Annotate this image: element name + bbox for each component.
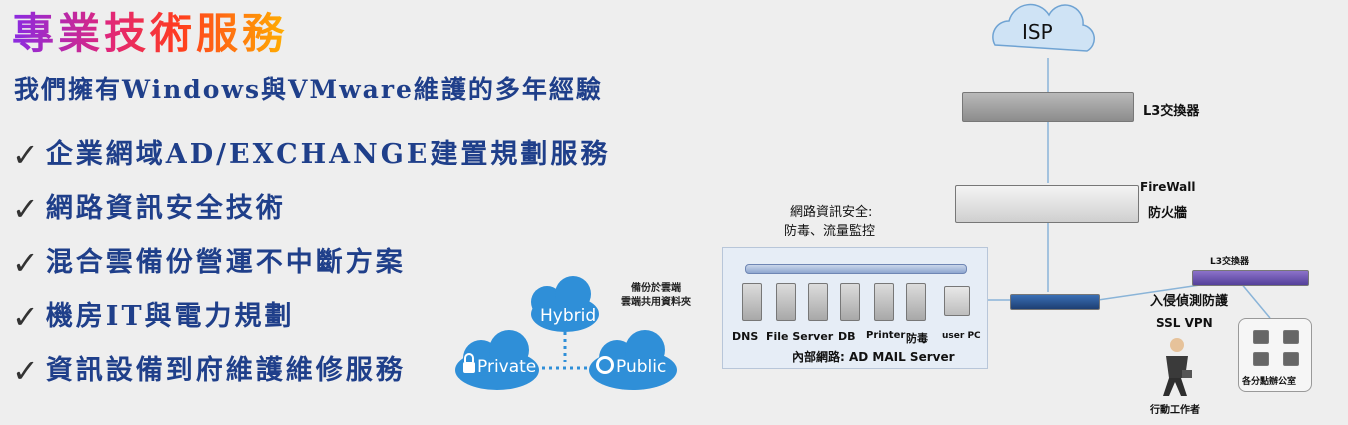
pc-icon [944, 286, 970, 316]
pc-icon [1253, 352, 1269, 366]
hybrid-label: Hybrid [540, 306, 597, 326]
pc-icon [1283, 352, 1299, 366]
service-label: 混合雲備份營運不中斷方案 [45, 247, 406, 278]
page-title: 專業技術服務 [12, 9, 289, 58]
l3-switch-label: L3交換器 [1143, 104, 1200, 119]
check-icon: ✓ [12, 190, 42, 228]
pc-icon [1283, 330, 1299, 344]
l3-switch-device [962, 92, 1134, 122]
firewall-label-zh: 防火牆 [1148, 206, 1188, 221]
cloud-note-line2: 雲端共用資料夾 [621, 297, 691, 308]
check-icon: ✓ [12, 136, 42, 174]
isp-label: ISP [1022, 20, 1053, 44]
hybrid-cloud-icon [531, 276, 599, 332]
server-label-antivirus: 防毒 [906, 332, 928, 345]
service-list: ✓企業網域AD/EXCHANGE建置規劃服務 ✓網路資訊安全技術 ✓混合雲備份營… [12, 128, 610, 398]
service-item: ✓資訊設備到府維護維修服務 [12, 344, 610, 398]
server-label-dns: DNS [732, 330, 759, 343]
check-icon: ✓ [12, 352, 42, 390]
l3-switch-small-device [1192, 270, 1309, 286]
server-icon [776, 283, 796, 321]
server-label-userpc: user PC [942, 331, 981, 341]
security-label-2: 防毒、流量監控 [784, 224, 876, 239]
public-label: Public [616, 357, 667, 377]
page-subtitle: 我們擁有Windows與VMware維護的多年經驗 [14, 75, 603, 104]
service-label: 資訊設備到府維護維修服務 [45, 355, 406, 386]
server-icon [874, 283, 894, 321]
lock-icon [463, 353, 475, 373]
core-switch-device [1010, 294, 1100, 310]
ids-label: 入侵偵測防護 [1150, 294, 1229, 309]
server-icon [808, 283, 828, 321]
cloud-diagram [455, 276, 677, 390]
service-label: 機房IT與電力規劃 [45, 301, 295, 332]
server-label-db: DB [838, 330, 856, 343]
service-label: 企業網域AD/EXCHANGE建置規劃服務 [45, 139, 611, 170]
cloud-note-line1: 備份於雲端 [631, 283, 681, 294]
branch-office-box [1238, 318, 1312, 392]
service-item: ✓機房IT與電力規劃 [12, 290, 610, 344]
mobile-worker-label: 行動工作者 [1150, 405, 1200, 416]
pc-icon [1253, 330, 1269, 344]
service-item: ✓企業網域AD/EXCHANGE建置規劃服務 [12, 128, 610, 182]
server-icon [840, 283, 860, 321]
private-label: Private [477, 357, 537, 377]
lan-bus [745, 264, 967, 274]
l3-switch-small-label: L3交換器 [1210, 257, 1249, 267]
server-label-printer: Printer [866, 330, 906, 341]
lan-label: 內部網路: AD MAIL Server [792, 350, 955, 364]
service-label: 網路資訊安全技術 [45, 193, 286, 224]
server-icon [742, 283, 762, 321]
cloud-note: 備份於雲端 雲端共用資料夾 [610, 282, 702, 310]
check-icon: ✓ [12, 298, 42, 336]
globe-icon [596, 356, 614, 374]
server-label-file: File Server [766, 330, 834, 343]
service-item: ✓網路資訊安全技術 [12, 182, 610, 236]
firewall-label-en: FireWall [1140, 180, 1196, 194]
security-label-1: 網路資訊安全: [790, 205, 873, 220]
isp-cloud-icon [992, 3, 1095, 52]
mobile-worker-icon [1163, 338, 1192, 396]
check-icon: ✓ [12, 244, 42, 282]
service-item: ✓混合雲備份營運不中斷方案 [12, 236, 610, 290]
ssl-vpn-label: SSL VPN [1156, 316, 1213, 330]
branch-office-label: 各分點辦公室 [1242, 377, 1297, 387]
firewall-device [955, 185, 1139, 223]
server-icon [906, 283, 926, 321]
